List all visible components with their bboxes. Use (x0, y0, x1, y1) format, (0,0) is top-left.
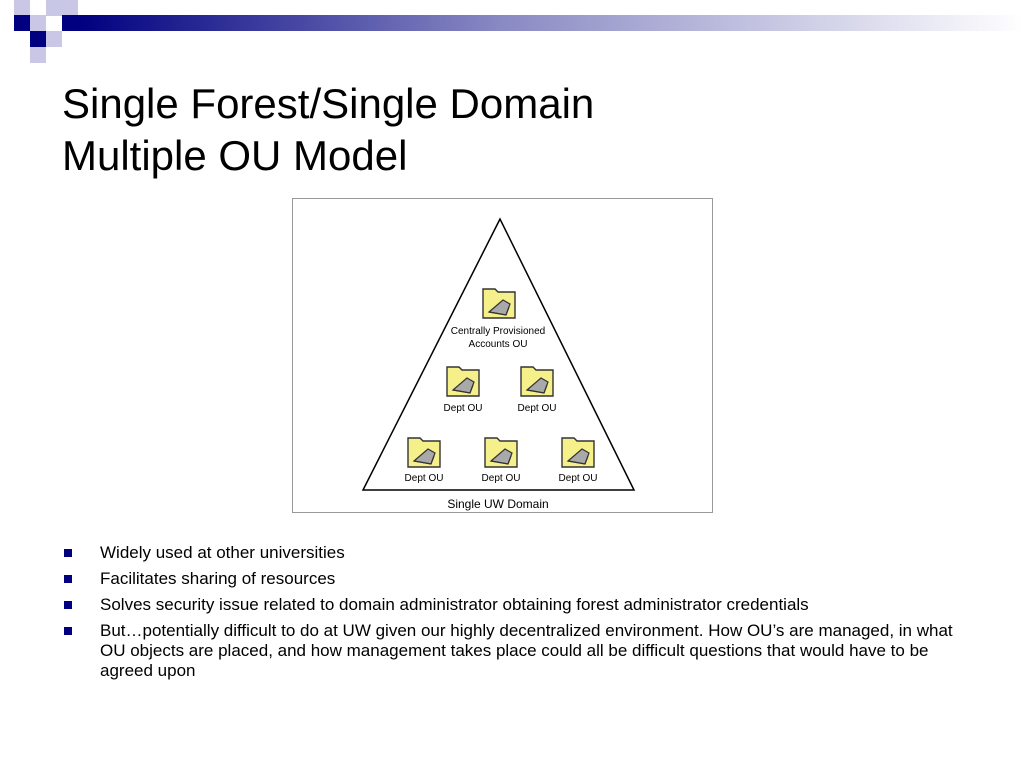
dept-ou-folder-icon (446, 366, 480, 397)
diagram-canvas: Centrally Provisioned Accounts OU Dept O… (361, 217, 636, 511)
dept-ou-label: Dept OU (518, 403, 557, 414)
dept-ou-label: Dept OU (559, 473, 598, 484)
dept-ou-label: Dept OU (405, 473, 444, 484)
deco-square (30, 47, 46, 63)
square-bullet-icon (64, 627, 72, 635)
bullet-text: But…potentially difficult to do at UW gi… (100, 621, 953, 680)
bullet-list: Widely used at other universities Facili… (62, 543, 962, 687)
centrally-provisioned-ou-folder-icon (482, 288, 516, 319)
page-title: Single Forest/Single Domain Multiple OU … (62, 78, 962, 182)
dept-ou-folder-icon (484, 437, 518, 468)
dept-ou-folder-icon (520, 366, 554, 397)
dept-ou-folder-icon (561, 437, 595, 468)
dept-ou-label: Dept OU (482, 473, 521, 484)
bullet-item: But…potentially difficult to do at UW gi… (62, 621, 962, 681)
deco-square (30, 31, 46, 47)
header-decoration (14, 0, 1024, 63)
title-line-2: Multiple OU Model (62, 132, 408, 179)
deco-square (46, 31, 62, 47)
bullet-text: Solves security issue related to domain … (100, 595, 809, 614)
deco-square (30, 15, 46, 31)
title-line-1: Single Forest/Single Domain (62, 80, 595, 127)
top-ou-label-line-2: Accounts OU (469, 339, 528, 350)
deco-square (14, 15, 30, 31)
top-ou-label-line-1: Centrally Provisioned (451, 326, 546, 337)
bullet-text: Widely used at other universities (100, 543, 345, 562)
domain-triangle (361, 217, 636, 491)
diagram-caption: Single UW Domain (447, 497, 548, 511)
domain-ou-diagram: Centrally Provisioned Accounts OU Dept O… (292, 198, 713, 513)
square-bullet-icon (64, 549, 72, 557)
header-gradient-bar (78, 15, 1024, 31)
bullet-item: Widely used at other universities (62, 543, 962, 563)
bullet-text: Facilitates sharing of resources (100, 569, 336, 588)
deco-square (46, 0, 62, 16)
deco-square (62, 15, 78, 31)
square-bullet-icon (64, 575, 72, 583)
bullet-item: Facilitates sharing of resources (62, 569, 962, 589)
square-bullet-icon (64, 601, 72, 609)
dept-ou-folder-icon (407, 437, 441, 468)
bullet-item: Solves security issue related to domain … (62, 595, 962, 615)
dept-ou-label: Dept OU (444, 403, 483, 414)
deco-square (62, 0, 78, 16)
deco-square (14, 0, 30, 16)
